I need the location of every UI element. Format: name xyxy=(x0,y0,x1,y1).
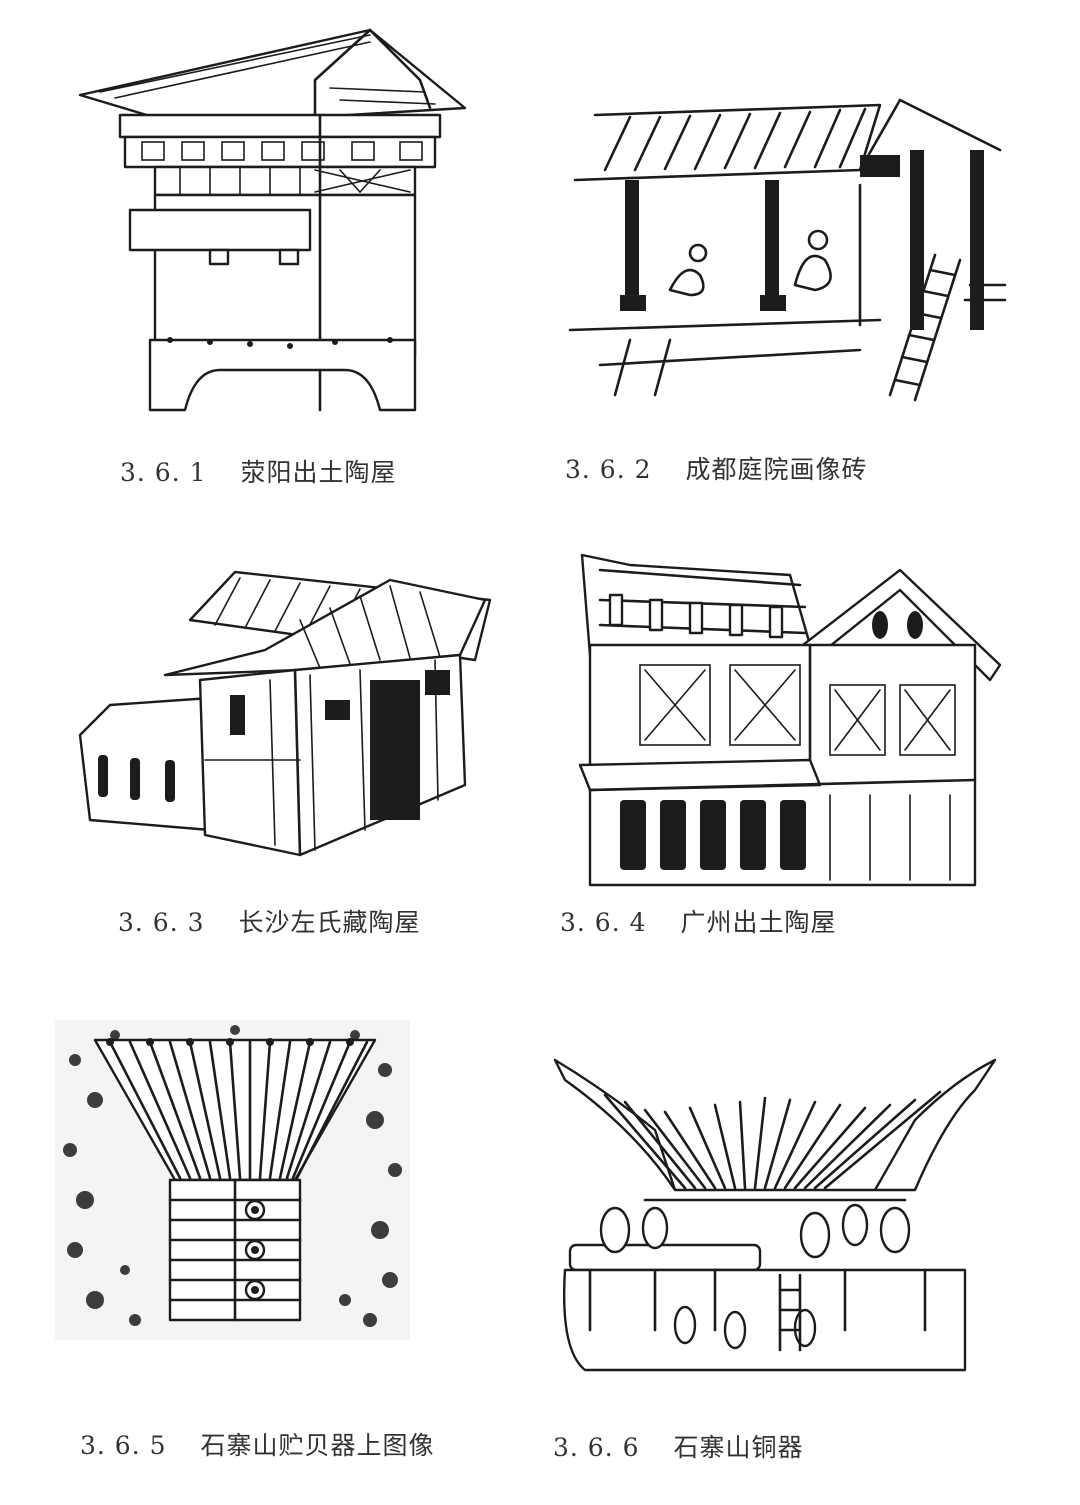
figure-3-6-2-drawing xyxy=(560,95,1020,415)
figure-3-6-1-caption: 3. 6. 1 荥阳出土陶屋 xyxy=(120,453,397,489)
figure-number: 3. 6. 5 xyxy=(80,1431,167,1460)
figure-title: 石寨山铜器 xyxy=(673,1433,804,1462)
figure-3-6-4-drawing xyxy=(570,545,1010,895)
figure-number: 3. 6. 6 xyxy=(553,1433,640,1462)
figure-3-6-1-drawing xyxy=(70,20,480,430)
figure-number: 3. 6. 2 xyxy=(565,455,652,484)
figure-3-6-6-caption: 3. 6. 6 石寨山铜器 xyxy=(553,1428,804,1464)
figure-3-6-5-caption: 3. 6. 5 石寨山贮贝器上图像 xyxy=(80,1426,435,1462)
figure-3-6-6-drawing xyxy=(545,1050,1005,1380)
figure-3-6-5-drawing xyxy=(55,1020,410,1340)
figure-number: 3. 6. 4 xyxy=(560,908,647,937)
figure-3-6-3-caption: 3. 6. 3 长沙左氏藏陶屋 xyxy=(118,903,421,939)
figure-3-6-2-caption: 3. 6. 2 成都庭院画像砖 xyxy=(565,450,868,486)
figure-number: 3. 6. 1 xyxy=(120,458,207,487)
figure-title: 成都庭院画像砖 xyxy=(685,455,868,484)
figure-number: 3. 6. 3 xyxy=(118,908,205,937)
figure-title: 广州出土陶屋 xyxy=(680,908,837,937)
figure-3-6-4-caption: 3. 6. 4 广州出土陶屋 xyxy=(560,903,837,939)
figure-title: 石寨山贮贝器上图像 xyxy=(200,1431,435,1460)
figure-title: 荥阳出土陶屋 xyxy=(240,458,397,487)
figure-title: 长沙左氏藏陶屋 xyxy=(238,908,421,937)
figure-3-6-3-drawing xyxy=(70,560,495,860)
